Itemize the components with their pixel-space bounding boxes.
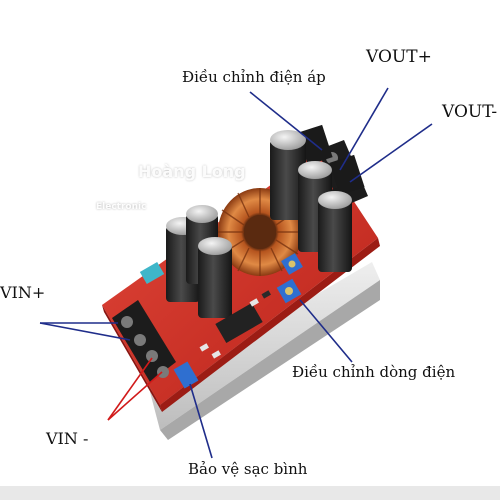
pointer-vin-plus-b	[39, 322, 131, 341]
pointer-vin-minus-a	[107, 357, 153, 421]
label-vin-minus: VIN -	[46, 429, 89, 448]
trimpot-voltage	[281, 253, 303, 275]
logo-tagline: Electronic	[96, 202, 147, 212]
pointer-vout-minus	[349, 123, 433, 183]
bottom-border	[0, 486, 500, 500]
smd-components	[199, 290, 271, 359]
input-capacitors	[166, 205, 232, 318]
trimpot-battery	[173, 361, 199, 389]
pointer-vin-minus-b	[107, 371, 163, 421]
pointer-adjust-current	[299, 299, 353, 363]
label-adjust-current: Điều chỉnh dòng điện	[292, 363, 456, 381]
input-terminal-block	[112, 300, 176, 382]
label-battery-protect: Bảo vệ sạc bình	[188, 460, 308, 478]
pointer-adjust-voltage	[249, 91, 323, 151]
pointer-battery-protect	[189, 383, 213, 459]
label-vout-minus: VOUT-	[442, 102, 498, 122]
label-adjust-voltage: Điều chỉnh điện áp	[182, 68, 326, 86]
output-capacitors	[270, 130, 352, 272]
label-vin-plus: VIN+	[0, 283, 46, 302]
logo-name: Hoàng Long	[138, 162, 246, 181]
logo-initials: HL	[103, 157, 135, 182]
watermark-logo: HL Hoàng Long Electronic	[96, 134, 248, 218]
pointer-lines	[39, 87, 433, 459]
pointer-vout-plus	[339, 87, 389, 171]
hl-logo-icon: HL	[98, 136, 140, 200]
label-vout-plus: VOUT+	[366, 47, 432, 67]
trimpot-current	[276, 278, 302, 304]
heatsink	[150, 262, 380, 440]
ic-chip	[215, 302, 263, 344]
fuse	[139, 261, 165, 285]
